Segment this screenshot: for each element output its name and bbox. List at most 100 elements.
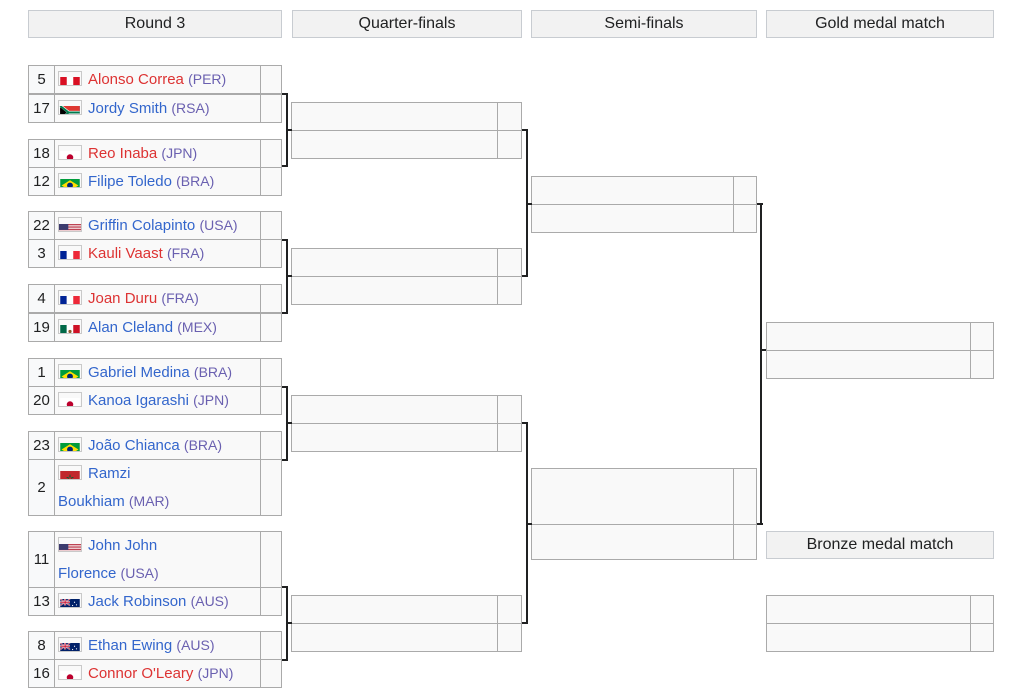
surfer-name-link[interactable]: Ramzi	[88, 465, 131, 482]
south-africa-flag-icon	[58, 100, 82, 115]
france-flag-icon	[58, 245, 82, 260]
country-code[interactable]: (PER)	[188, 71, 227, 87]
surfer-name-link[interactable]: Filipe Toledo	[88, 173, 172, 190]
qf1-bottom-score	[497, 130, 522, 159]
qf1-top-score	[497, 102, 522, 131]
connector-line	[286, 422, 292, 424]
morocco-flag-icon	[58, 465, 82, 480]
seed-number: 5	[28, 65, 55, 94]
seed-number: 2	[28, 459, 55, 516]
country-code[interactable]: (JPN)	[161, 145, 198, 161]
sf2-bottom-name	[531, 524, 734, 560]
surfer-name-link[interactable]: Kauli Vaast	[88, 245, 163, 262]
score-cell	[260, 313, 282, 342]
score-cell	[260, 459, 282, 516]
surfer-entry: Connor O'Leary (JPN)	[54, 659, 261, 688]
seed-number: 16	[28, 659, 55, 688]
brazil-flag-icon	[58, 437, 82, 452]
surfer-name-link[interactable]: Griffin Colapinto	[88, 217, 196, 234]
qf2-bottom-name	[291, 276, 498, 305]
surfer-name-link[interactable]: Joan Duru	[88, 290, 158, 307]
qf3-bottom-name	[291, 423, 498, 452]
score-cell	[260, 284, 282, 313]
country-code[interactable]: (MEX)	[177, 319, 217, 335]
connector-line	[282, 586, 288, 588]
country-code[interactable]: (USA)	[120, 565, 159, 581]
surfer-entry: Gabriel Medina (BRA)	[54, 358, 261, 387]
qf3-bottom-score	[497, 423, 522, 452]
country-code[interactable]: (FRA)	[161, 290, 199, 306]
country-code[interactable]: (JPN)	[193, 392, 229, 408]
score-cell	[260, 386, 282, 415]
surfer-name-link[interactable]: Ethan Ewing	[88, 637, 173, 654]
brazil-flag-icon	[58, 364, 82, 379]
score-cell	[260, 431, 282, 460]
seed-number: 11	[28, 531, 55, 588]
connector-line	[282, 239, 288, 241]
surfer-entry: Alonso Correa (PER)	[54, 65, 261, 94]
seed-number: 13	[28, 587, 55, 616]
surfer-name-link[interactable]: Kanoa Igarashi	[88, 392, 189, 409]
connector-line	[286, 275, 292, 277]
country-code[interactable]: (RSA)	[171, 100, 210, 116]
header-quarterfinals: Quarter-finals	[292, 10, 522, 38]
surfer-entry: Alan Cleland (MEX)	[54, 313, 261, 342]
surfer-name-link[interactable]: Connor O'Leary	[88, 665, 194, 682]
qf4-top-score	[497, 595, 522, 624]
surfer-name-link[interactable]: Jack Robinson	[88, 593, 187, 610]
surfer-name-link[interactable]: Florence	[58, 565, 117, 582]
qf2-top-score	[497, 248, 522, 277]
score-cell	[260, 211, 282, 240]
seed-number: 20	[28, 386, 55, 415]
surfer-name-link[interactable]: Boukhiam	[58, 493, 125, 510]
surfer-name-link[interactable]: John John	[88, 537, 158, 554]
surfer-entry: Jordy Smith (RSA)	[54, 94, 261, 123]
seed-number: 1	[28, 358, 55, 387]
country-code[interactable]: (USA)	[199, 217, 238, 233]
surfer-name-link[interactable]: João Chianca	[88, 437, 180, 454]
usa-flag-icon	[58, 537, 82, 552]
score-cell	[260, 167, 282, 196]
peru-flag-icon	[58, 71, 82, 86]
country-code[interactable]: (AUS)	[190, 593, 229, 609]
surfer-name-link[interactable]: Gabriel Medina	[88, 364, 190, 381]
seed-number: 19	[28, 313, 55, 342]
bronze-top-score	[970, 595, 994, 624]
seed-number: 18	[28, 139, 55, 168]
score-cell	[260, 94, 282, 123]
mexico-flag-icon	[58, 319, 82, 334]
connector-line	[526, 203, 532, 205]
connector-line	[286, 622, 292, 624]
connector-line	[282, 165, 288, 167]
connector-line	[286, 129, 292, 131]
country-code[interactable]: (FRA)	[166, 245, 205, 261]
country-code[interactable]: (MAR)	[128, 493, 170, 509]
qf4-top-name	[291, 595, 498, 624]
surfer-entry: Griffin Colapinto (USA)	[54, 211, 261, 240]
score-cell	[260, 358, 282, 387]
usa-flag-icon	[58, 217, 82, 232]
gold-top-score	[970, 322, 994, 351]
surfer-name-link[interactable]: Reo Inaba	[88, 145, 158, 162]
qf1-bottom-name	[291, 130, 498, 159]
surfer-name-link[interactable]: Jordy Smith	[88, 100, 168, 117]
surfer-name-link[interactable]: Alonso Correa	[88, 71, 184, 88]
score-cell	[260, 587, 282, 616]
header-round3: Round 3	[28, 10, 282, 38]
surfer-entry: Filipe Toledo (BRA)	[54, 167, 261, 196]
country-code[interactable]: (AUS)	[176, 637, 215, 653]
country-code[interactable]: (BRA)	[176, 173, 215, 189]
country-code[interactable]: (BRA)	[193, 364, 233, 380]
sf1-top-name	[531, 176, 734, 205]
surfer-entry: Kanoa Igarashi (JPN)	[54, 386, 261, 415]
surfer-name-link[interactable]: Alan Cleland	[88, 319, 174, 336]
connector-line	[282, 386, 288, 388]
japan-flag-icon	[58, 145, 82, 160]
header-semifinals: Semi-finals	[531, 10, 757, 38]
country-code[interactable]: (BRA)	[183, 437, 223, 453]
bronze-bottom-name	[766, 623, 971, 652]
sf2-top-name	[531, 468, 734, 525]
country-code[interactable]: (JPN)	[197, 665, 234, 681]
